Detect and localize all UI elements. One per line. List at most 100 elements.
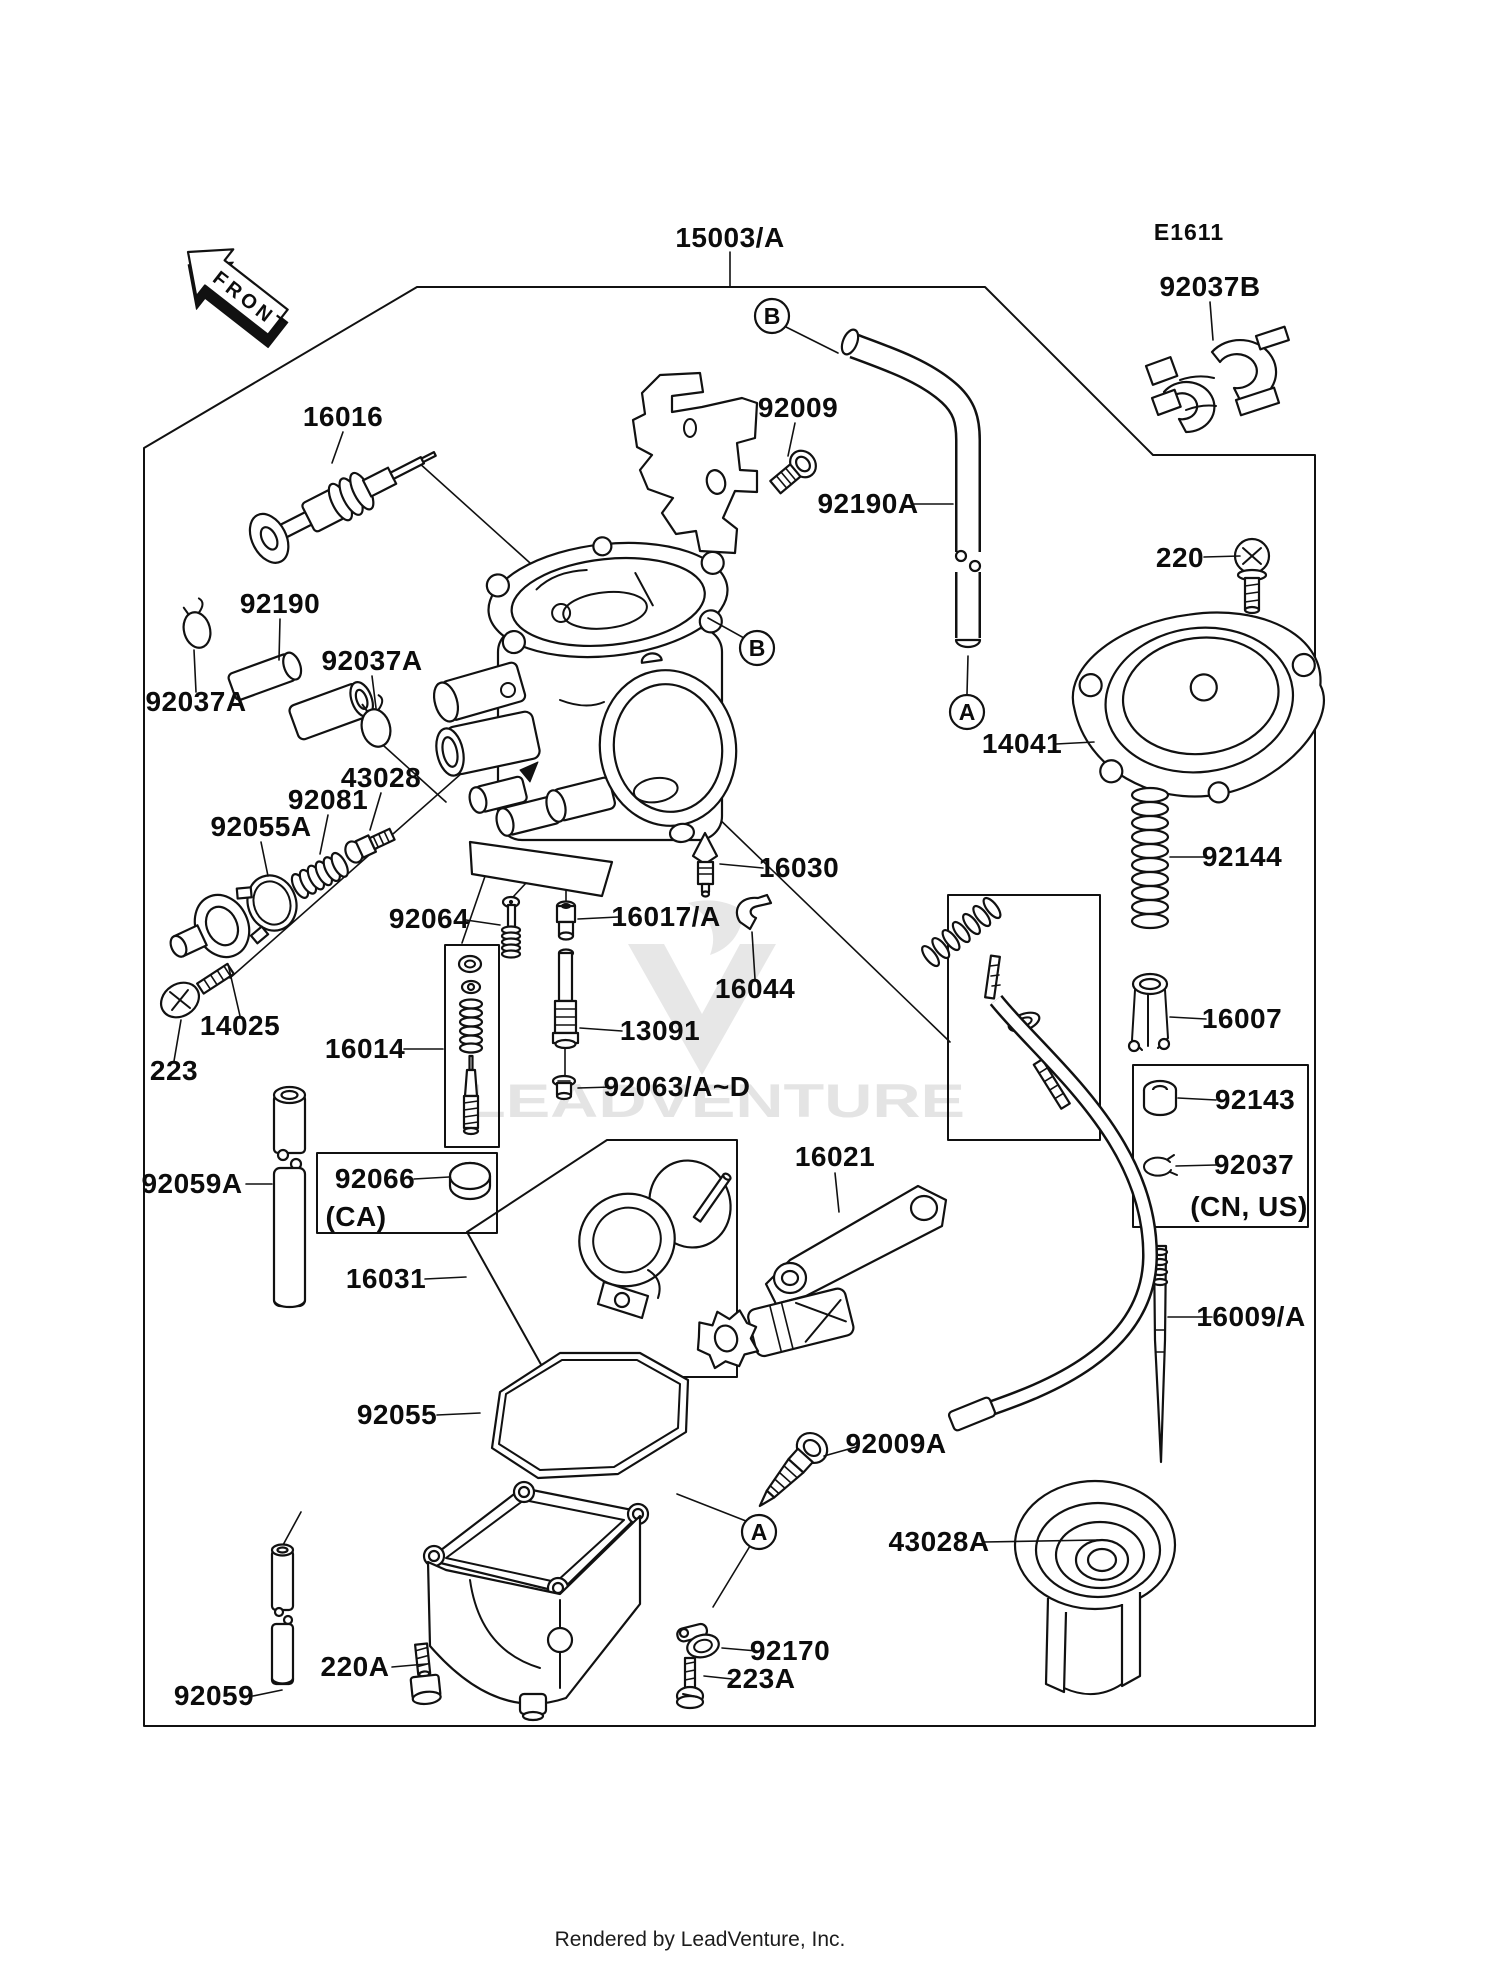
part-16007-cage-drawing xyxy=(1127,972,1171,1053)
label-92037a-right: 92037A xyxy=(321,645,422,676)
part-16016-choke-drawing xyxy=(248,451,437,564)
part-223a-screw-drawing xyxy=(675,1656,705,1710)
label-92170: 92170 xyxy=(750,1635,830,1666)
label-diagram-code: E1611 xyxy=(1154,219,1224,245)
part-13091-needle-jet-drawing xyxy=(551,948,580,1050)
part-92059a-tube-drawing xyxy=(272,1085,307,1309)
label-220a: 220A xyxy=(321,1651,390,1682)
leader-lines xyxy=(173,251,1241,1697)
part-92144-spring-drawing xyxy=(1130,786,1170,930)
label-16014: 16014 xyxy=(325,1033,405,1064)
label-15003a: 15003/A xyxy=(675,222,784,253)
footer-credit: Rendered by LeadVenture, Inc. xyxy=(555,1928,846,1951)
part-16044-clip-drawing xyxy=(735,893,773,931)
part-92037-clip-drawing xyxy=(1143,1154,1178,1177)
label-223a: 223A xyxy=(727,1663,796,1694)
label-223: 223 xyxy=(150,1055,198,1086)
part-16030-float-valve-drawing xyxy=(691,831,719,898)
part-labels: 15003/A E1611 92037B 16016 92009 92190A … xyxy=(141,219,1307,1711)
label-92055a: 92055A xyxy=(210,811,311,842)
part-223-screw-drawing xyxy=(159,962,235,1019)
label-92009: 92009 xyxy=(758,392,838,423)
label-13091: 13091 xyxy=(620,1015,700,1046)
part-92190-tubes-drawing xyxy=(227,651,374,741)
front-arrow: FRONT xyxy=(186,248,292,349)
part-16014-needle-set-drawing xyxy=(457,954,484,1136)
label-14041: 14041 xyxy=(982,728,1062,759)
part-43028-screw-drawing xyxy=(344,827,396,864)
box-16021-internals xyxy=(947,894,1101,1141)
label-16009a: 16009/A xyxy=(1196,1301,1305,1332)
part-220a-bolt-drawing xyxy=(409,1642,442,1706)
part-92081-spring-drawing xyxy=(290,851,349,899)
label-220: 220 xyxy=(1156,542,1204,573)
box-16014 xyxy=(444,944,500,1148)
bracket-plate-drawing xyxy=(631,371,759,555)
label-16016: 16016 xyxy=(303,401,383,432)
label-43028: 43028 xyxy=(341,762,421,793)
svg-text:B: B xyxy=(764,303,781,329)
label-92009a: 92009A xyxy=(845,1428,946,1459)
part-92009-screw-drawing xyxy=(769,449,817,495)
label-92064: 92064 xyxy=(389,903,469,934)
label-92037: 92037 xyxy=(1214,1149,1294,1180)
label-92066: 92066 xyxy=(335,1163,415,1194)
label-92081: 92081 xyxy=(288,784,368,815)
label-cn-us: (CN, US) xyxy=(1190,1191,1308,1222)
label-ca: (CA) xyxy=(325,1201,386,1232)
label-16021: 16021 xyxy=(795,1141,875,1172)
part-92055a-oring-drawing xyxy=(246,874,298,932)
label-16044: 16044 xyxy=(715,973,795,1004)
part-92009a-screw-drawing xyxy=(758,1431,829,1508)
part-92037a-clip-left-drawing xyxy=(182,597,212,649)
label-92144: 92144 xyxy=(1202,841,1282,872)
part-92037a-clip-right-drawing xyxy=(360,694,392,748)
part-43028a-diaphragm-drawing xyxy=(1013,1479,1177,1695)
part-220-screw-drawing xyxy=(1233,537,1271,615)
part-92064-pilot-screw-drawing xyxy=(500,895,522,959)
carburetor-body-drawing xyxy=(432,536,738,898)
part-92190a-hose-drawing xyxy=(840,328,982,649)
part-16031-floats-drawing xyxy=(578,1159,732,1320)
part-92063-jet-drawing xyxy=(551,1074,577,1101)
label-43028a: 43028A xyxy=(888,1526,989,1557)
part-92059-tube-drawing xyxy=(270,1543,295,1686)
label-92143: 92143 xyxy=(1215,1084,1295,1115)
part-92055-gasket-drawing xyxy=(490,1351,690,1480)
label-92055: 92055 xyxy=(357,1399,437,1430)
label-92059: 92059 xyxy=(174,1680,254,1711)
marker-b-mid: B xyxy=(738,629,776,667)
svg-text:B: B xyxy=(749,635,766,661)
part-16017a-jet-drawing xyxy=(555,900,577,941)
label-92037b: 92037B xyxy=(1159,271,1260,302)
part-92066-plug-drawing xyxy=(448,1161,492,1201)
box-92066-ca xyxy=(316,1152,498,1234)
label-16007: 16007 xyxy=(1202,1003,1282,1034)
label-92063ad: 92063/A~D xyxy=(604,1071,751,1102)
bracket-slot xyxy=(683,418,697,438)
part-16021-cable-drawing xyxy=(947,954,1159,1432)
marker-a-bottom: A xyxy=(740,1513,778,1551)
part-14041-cover-drawing xyxy=(1071,611,1325,804)
label-92059a: 92059A xyxy=(141,1168,242,1199)
marker-b-top: B xyxy=(753,297,791,335)
leadventure-watermark: LEADVENTURE xyxy=(465,900,965,1127)
part-14025-drawing xyxy=(169,886,270,959)
label-92037a-left: 92037A xyxy=(145,686,246,717)
label-92190a: 92190A xyxy=(817,488,918,519)
svg-text:A: A xyxy=(959,699,976,725)
marker-a-right: A xyxy=(948,693,986,731)
part-92170-drain-drawing xyxy=(676,1622,720,1659)
box-92143-92037-cn-us xyxy=(1132,1064,1309,1228)
label-92190: 92190 xyxy=(240,588,320,619)
watermark-text: LEADVENTURE xyxy=(465,1074,965,1127)
bracket-hole xyxy=(705,469,727,495)
part-16021-adjuster-drawing xyxy=(696,1184,948,1370)
label-16031: 16031 xyxy=(346,1263,426,1294)
part-float-bowl-drawing xyxy=(422,1480,650,1722)
svg-text:A: A xyxy=(751,1519,768,1545)
part-92143-collar-drawing xyxy=(1142,1079,1178,1117)
part-92037b-clamp-drawing xyxy=(1144,325,1290,434)
